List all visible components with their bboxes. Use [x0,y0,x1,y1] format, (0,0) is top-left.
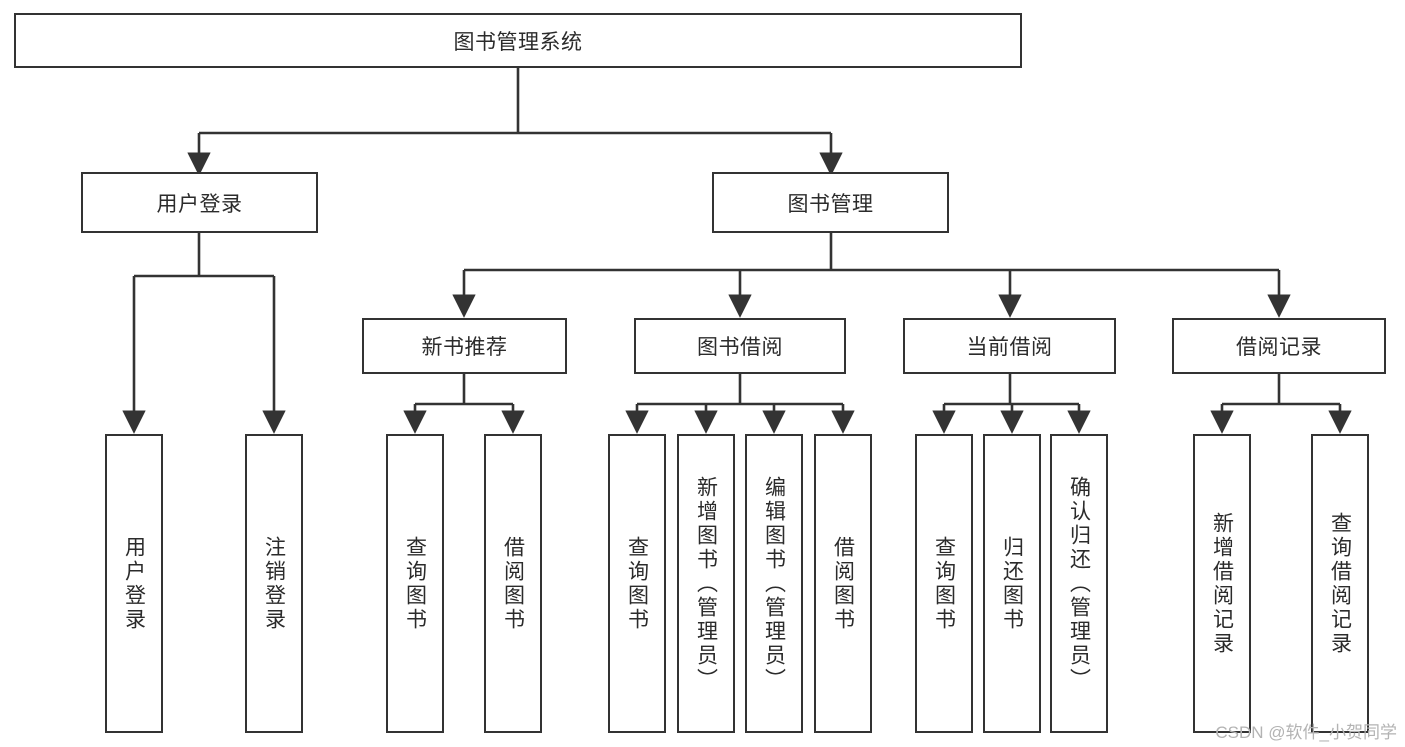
node-label: 新书推荐 [421,336,508,359]
node-root-book-management-system[interactable]: 图书管理系统 [14,13,1022,68]
leaf-add-borrow-record[interactable]: 新增借阅记录 [1193,434,1251,733]
leaf-return-book[interactable]: 归还图书 [983,434,1041,733]
node-label: 新增借阅记录 [1210,511,1234,656]
node-label: 查询图书 [403,535,427,632]
leaf-confirm-return-admin[interactable]: 确认归还（管理员） [1050,434,1108,733]
leaf-user-login[interactable]: 用户登录 [105,434,163,733]
node-label: 注销登录 [262,535,286,632]
node-label: 图书管理 [787,192,874,216]
node-label: 借阅图书 [831,535,855,632]
node-label: 借阅记录 [1236,336,1322,359]
node-label: 查询借阅记录 [1328,511,1352,656]
node-label: 用户登录 [122,535,146,632]
node-current-borrow[interactable]: 当前借阅 [903,318,1116,374]
node-label: 归还图书 [1000,535,1024,632]
node-label: 图书借阅 [697,336,783,359]
node-label: 当前借阅 [966,336,1053,359]
node-label: 编辑图书（管理员） [762,475,786,692]
node-label: 图书管理系统 [453,30,583,54]
leaf-query-book-recommend[interactable]: 查询图书 [386,434,444,733]
node-label: 确认归还（管理员） [1067,475,1091,692]
node-label: 新增图书（管理员） [694,475,718,692]
node-label: 查询图书 [625,535,649,632]
leaf-borrow-book[interactable]: 借阅图书 [814,434,872,733]
node-book-borrow[interactable]: 图书借阅 [634,318,846,374]
node-user-login[interactable]: 用户登录 [81,172,318,233]
leaf-query-book-borrow[interactable]: 查询图书 [608,434,666,733]
node-new-book-recommend[interactable]: 新书推荐 [362,318,567,374]
leaf-add-book-admin[interactable]: 新增图书（管理员） [677,434,735,733]
node-label: 用户登录 [156,192,243,216]
node-label: 借阅图书 [501,535,525,632]
leaf-edit-book-admin[interactable]: 编辑图书（管理员） [745,434,803,733]
leaf-logout[interactable]: 注销登录 [245,434,303,733]
node-borrow-record[interactable]: 借阅记录 [1172,318,1386,374]
node-book-management[interactable]: 图书管理 [712,172,949,233]
leaf-borrow-book-recommend[interactable]: 借阅图书 [484,434,542,733]
leaf-query-book-current[interactable]: 查询图书 [915,434,973,733]
leaf-query-borrow-record[interactable]: 查询借阅记录 [1311,434,1369,733]
node-label: 查询图书 [932,535,956,632]
